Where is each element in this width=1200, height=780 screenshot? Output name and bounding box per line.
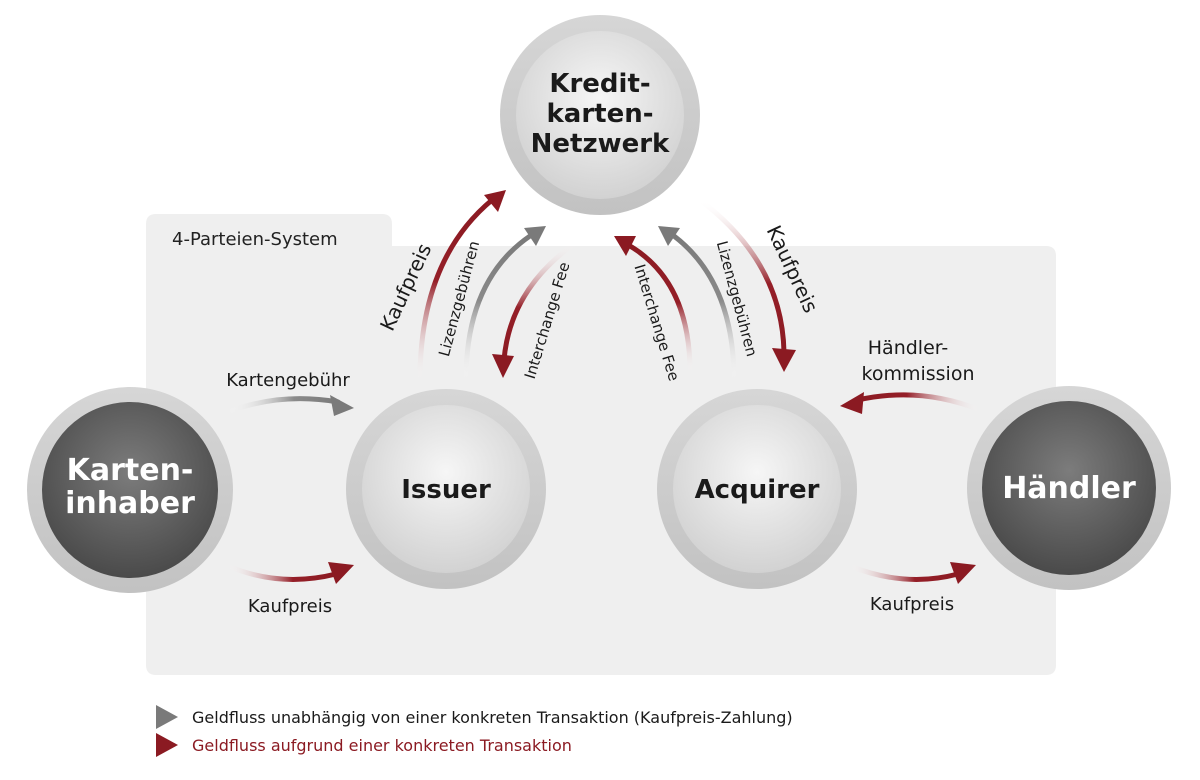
merchant-node: Händler: [967, 386, 1171, 590]
merchant-commission-label-line2: kommission: [862, 363, 975, 385]
legend-red-label: Geldfluss aufgrund einer konkreten Trans…: [192, 736, 572, 755]
legend: Geldfluss unabhängig von einer konkreten…: [67, 705, 793, 757]
issuer-node: Issuer: [346, 389, 546, 589]
legend-gray-label: Geldfluss unabhängig von einer konkreten…: [192, 708, 793, 727]
merchant-commission-label-line1: Händler-: [868, 337, 948, 359]
card-fee-label: Kartengebühr: [226, 370, 350, 391]
network-node: Kredit- karten- Netzwerk: [500, 15, 700, 215]
card-fee-arrow: Kartengebühr: [225, 370, 354, 416]
system-label: 4-Parteien-System: [172, 229, 338, 250]
merchant-price-arrow: Kaufpreis: [847, 562, 976, 615]
merchant-price-label: Kaufpreis: [870, 594, 954, 615]
network-label-line3: Netzwerk: [531, 129, 670, 159]
legend-gray-arrow: [67, 705, 178, 729]
legend-red-arrow: [67, 733, 178, 757]
cardholder-price-arrow: Kaufpreis: [225, 562, 354, 617]
four-party-panel: 4-Parteien-System: [146, 214, 1056, 675]
cardholder-label-line1: Karten-: [67, 453, 194, 488]
network-label-line1: Kredit-: [549, 69, 650, 99]
merchant-commission-arrow: Händler- kommission: [840, 337, 983, 414]
network-label-line2: karten-: [546, 99, 653, 129]
acquirer-label: Acquirer: [695, 475, 820, 505]
cardholder-price-label: Kaufpreis: [248, 596, 332, 617]
cardholder-node: Karten- inhaber: [27, 387, 233, 593]
cardholder-label-line2: inhaber: [65, 486, 195, 521]
merchant-label: Händler: [1002, 471, 1136, 506]
acquirer-node: Acquirer: [657, 389, 857, 589]
issuer-label: Issuer: [401, 475, 491, 505]
